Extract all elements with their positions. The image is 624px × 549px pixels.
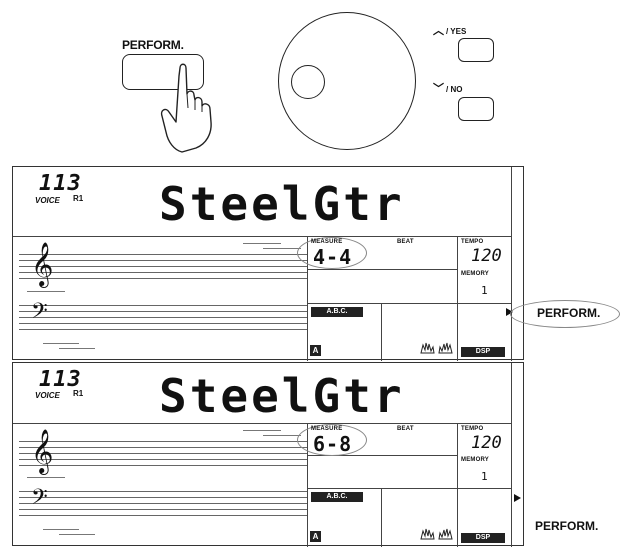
hands-icon	[419, 339, 455, 355]
beat-label: BEAT	[397, 239, 414, 245]
up-arrow-icon: ︿	[433, 25, 444, 37]
lcd-display-1: 113 VOICE R1 SteelGtr 𝄞 𝄢 MEASURE 4-4 BE…	[12, 166, 524, 360]
yes-up-button[interactable]	[458, 38, 494, 62]
hand-pointer-icon	[160, 60, 240, 155]
memory-value: 1	[481, 285, 488, 296]
tempo-value: 120	[471, 248, 502, 265]
tempo-label: TEMPO	[461, 239, 483, 245]
abc-badge: A.B.C.	[311, 307, 363, 317]
dsp-badge: DSP	[461, 347, 505, 357]
no-down-button[interactable]	[458, 97, 494, 121]
r1-tag: R1	[73, 194, 83, 203]
measure-value: 6-8	[313, 434, 352, 454]
lcd-display-2: 113 VOICE R1 SteelGtr 𝄞 𝄢 MEASURE 6-8 BE…	[12, 362, 524, 546]
voice-name: SteelGtr	[159, 373, 405, 419]
data-dial[interactable]	[278, 12, 416, 150]
memory-label: MEMORY	[461, 457, 489, 463]
voice-tag: VOICE	[35, 391, 60, 400]
beat-label: BEAT	[397, 426, 414, 432]
dial-knob[interactable]	[291, 65, 325, 99]
no-down-label: ﹀/ NO	[433, 80, 462, 96]
treble-clef-icon: 𝄞	[31, 432, 53, 470]
dsp-badge: DSP	[461, 533, 505, 543]
pointer-arrow-icon	[514, 494, 521, 502]
a-marker: A	[310, 531, 321, 542]
yes-up-label: ︿/ YES	[433, 22, 466, 38]
tempo-label: TEMPO	[461, 426, 483, 432]
measure-value: 4-4	[313, 247, 352, 267]
perform-label: PERFORM.	[122, 38, 184, 52]
perform-indicator-label: PERFORM.	[537, 306, 600, 320]
down-arrow-icon: ﹀	[433, 83, 444, 95]
treble-clef-icon: 𝄞	[31, 245, 53, 283]
hands-icon	[419, 525, 455, 541]
voice-tag: VOICE	[35, 196, 60, 205]
perform-indicator-label: PERFORM.	[535, 519, 598, 533]
voice-number: 113	[39, 369, 82, 391]
bass-clef-icon: 𝄢	[31, 487, 48, 513]
r1-tag: R1	[73, 389, 83, 398]
memory-label: MEMORY	[461, 271, 489, 277]
abc-badge: A.B.C.	[311, 492, 363, 502]
voice-number: 113	[39, 173, 82, 195]
memory-value: 1	[481, 471, 488, 482]
bass-clef-icon: 𝄢	[31, 301, 48, 327]
voice-name: SteelGtr	[159, 181, 405, 227]
a-marker: A	[310, 345, 321, 356]
tempo-value: 120	[471, 435, 502, 452]
